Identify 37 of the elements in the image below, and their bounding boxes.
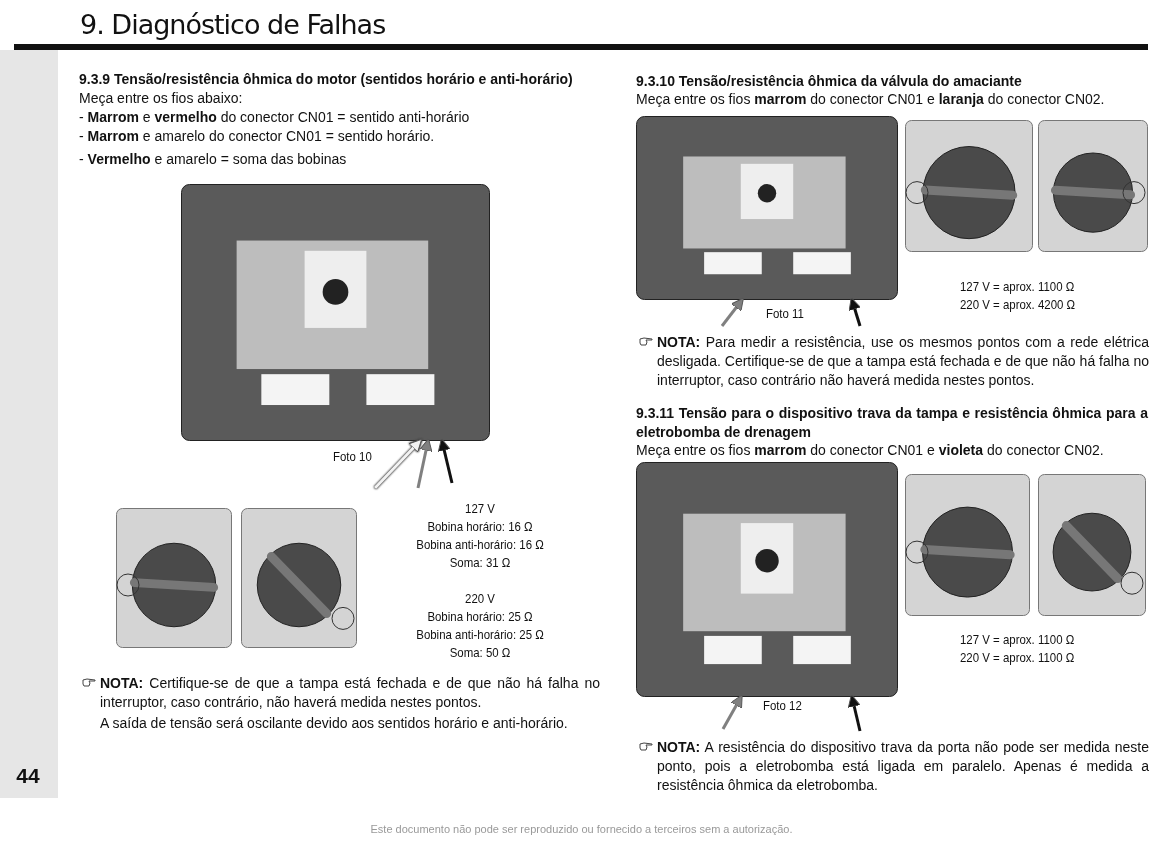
- page-title: 9. Diagnóstico de Falhas: [80, 8, 386, 42]
- instruction-text: Meça entre os fios marrom do conector CN01 e laranja do conector CN02.: [636, 90, 1106, 109]
- note-text: NOTA: Certifique-se de que a tampa está fechada e de que não há falha no interruptor, caso contrário, não haverá medida nestes pontos.: [100, 674, 600, 712]
- arrow: [720, 297, 744, 327]
- photo-caption: Foto 12: [763, 697, 802, 715]
- note-text: NOTA: A resistência do dispositivo trava da porta não pode ser medida neste ponto, pois a eletrobomba está ligada em paralelo. Apenas é medida a resistência ôhmica da eletrobomba.: [657, 738, 1149, 795]
- arrow: [416, 438, 433, 489]
- measurement-value: Soma: 31 Ω: [448, 554, 512, 572]
- measurement-value: Bobina anti-horário: 25 Ω: [415, 626, 545, 644]
- measurement-value: Bobina horário: 25 Ω: [426, 608, 534, 626]
- instruction-text: - Vermelho e amarelo = soma das bobinas: [79, 150, 348, 169]
- measurement-value: Soma: 50 Ω: [448, 644, 512, 662]
- section-heading: 9.3.9 Tensão/resistência ôhmica do motor (sentidos horário e anti-horário): [79, 70, 574, 89]
- section-heading: 9.3.10 Tensão/resistência ôhmica da válvula do amaciante: [636, 72, 1023, 91]
- measurement-value: 127 V = aprox. 1100 Ω: [960, 278, 1076, 296]
- instruction-text: - Marrom e vermelho do conector CN01 = sentido anti-horário: [79, 108, 471, 127]
- photo-caption: Foto 11: [766, 305, 804, 323]
- measurement-value: 220 V = aprox. 4200 Ω: [960, 296, 1077, 314]
- arrow: [373, 438, 423, 490]
- measurement-value: 127 V = aprox. 1100 Ω: [960, 631, 1076, 649]
- measurement-value: 220 V: [464, 590, 496, 608]
- instruction-text: A saída de tensão será oscilante devido aos sentidos horário e anti-horário.: [100, 714, 569, 733]
- instruction-text: Meça entre os fios marrom do conector CN01 e violeta do conector CN02.: [636, 441, 1105, 460]
- instruction-text: Meça entre os fios abaixo:: [79, 89, 244, 108]
- measurement-value: 127 V: [464, 500, 496, 518]
- measurement-value: Bobina anti-horário: 16 Ω: [415, 536, 545, 554]
- note-text: NOTA: Para medir a resistência, use os mesmos pontos com a rede elétrica desligada. Certifique-se de que a tampa está fechada e de que não há falha no interruptor, caso contrário não haverá medida nestes pontos.: [657, 333, 1149, 390]
- footer-text: Este documento não pode ser reproduzido ou fornecido a terceiros sem a autorização.: [369, 822, 794, 837]
- arrow: [437, 438, 454, 484]
- measurement-value: 220 V = aprox. 1100 Ω: [960, 649, 1076, 667]
- measurement-value: Bobina horário: 16 Ω: [426, 518, 534, 536]
- photo-caption: Foto 10: [333, 448, 372, 466]
- arrow: [721, 694, 743, 730]
- arrow: [847, 694, 862, 732]
- instruction-text: - Marrom e amarelo do conector CN01 = sentido horário.: [79, 127, 436, 146]
- page-number: 44: [15, 763, 41, 789]
- arrow: [848, 297, 862, 327]
